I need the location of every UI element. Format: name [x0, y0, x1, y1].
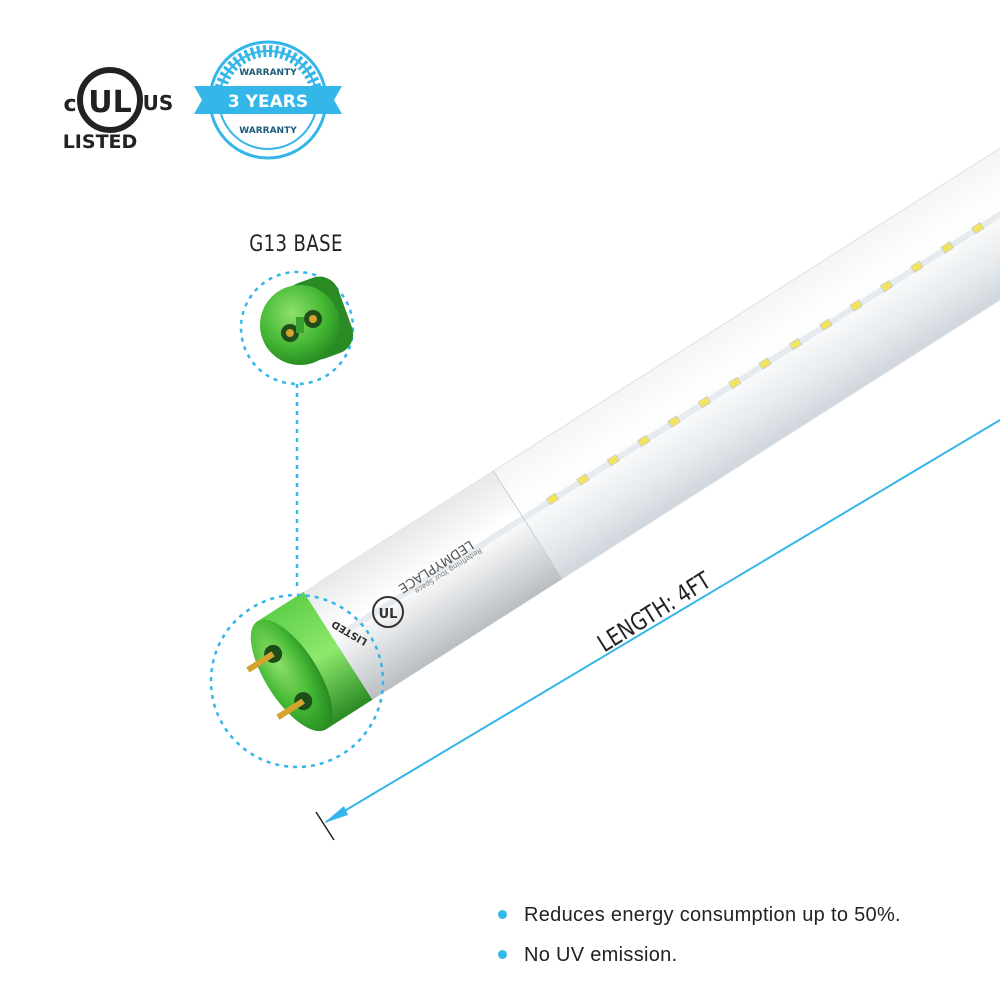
svg-text:UL: UL — [379, 607, 398, 622]
led-chip — [788, 338, 803, 351]
feature-text: No UV emission. — [524, 944, 678, 966]
svg-text:LISTED: LISTED — [63, 131, 138, 153]
feature-list: Reduces energy consumption up to 50%. No… — [498, 900, 901, 980]
feature-text: Reduces energy consumption up to 50%. — [524, 904, 901, 926]
led-chip-row — [546, 221, 985, 506]
g13-pin-icon — [246, 644, 313, 720]
led-chip — [546, 492, 560, 506]
led-chip — [606, 454, 621, 467]
led-tube-icon — [246, 101, 1000, 732]
led-chip — [697, 396, 712, 409]
led-chip — [637, 434, 651, 448]
length-dimension-line — [315, 419, 1000, 841]
svg-text:WARRANTY: WARRANTY — [239, 126, 297, 136]
g13-base-label: G13 BASE — [249, 232, 343, 257]
svg-text:c: c — [63, 92, 76, 117]
svg-text:3 YEARS: 3 YEARS — [228, 92, 308, 112]
led-chip — [576, 473, 590, 486]
bullet-icon — [498, 950, 507, 959]
tube-aluminum-section — [299, 470, 563, 703]
svg-text:US: US — [143, 91, 174, 115]
svg-text:UL: UL — [88, 85, 131, 120]
led-chip — [819, 318, 833, 332]
led-chip — [667, 415, 681, 428]
end-cap-side — [257, 591, 373, 730]
led-chip — [940, 241, 955, 254]
list-item: Reduces energy consumption up to 50%. — [498, 900, 901, 940]
svg-text:WARRANTY: WARRANTY — [239, 68, 297, 78]
led-chip — [849, 299, 863, 312]
led-chip — [971, 221, 985, 235]
led-chip — [728, 376, 742, 390]
led-chip — [910, 260, 924, 274]
ul-listed-icon: c UL US LISTED — [63, 67, 174, 153]
list-item: No UV emission. — [498, 940, 901, 980]
led-chip — [758, 357, 772, 370]
g13-base-callout — [209, 270, 385, 769]
g13-base-closeup — [260, 276, 354, 365]
led-chip — [880, 279, 894, 293]
bullet-icon — [498, 910, 507, 919]
warranty-badge-icon: 3 YEARS WARRANTY WARRANTY — [194, 40, 342, 160]
